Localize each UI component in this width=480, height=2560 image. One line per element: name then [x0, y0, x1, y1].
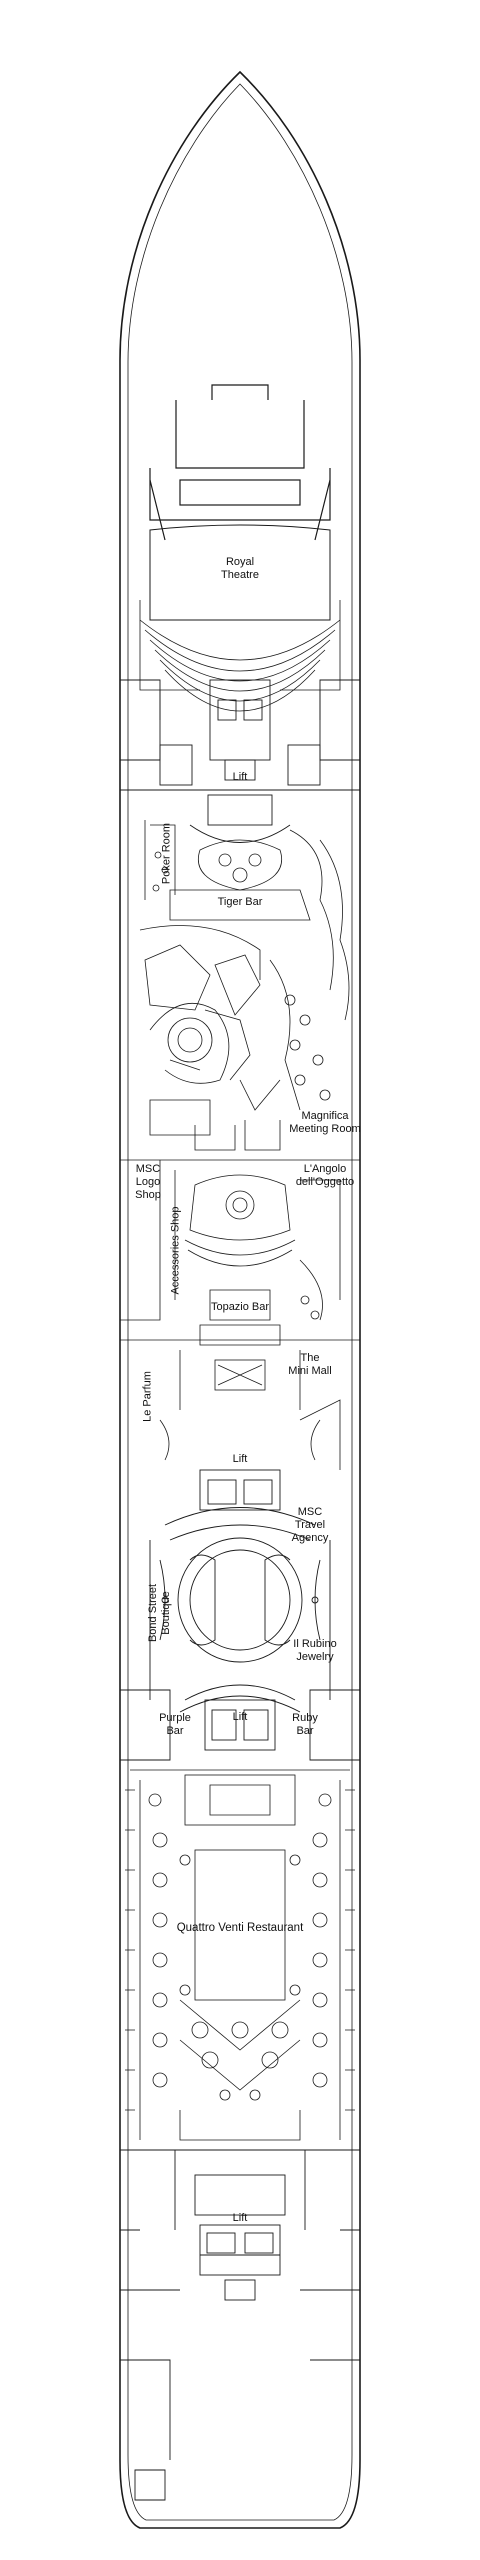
- restaurant-area: [125, 1769, 355, 2141]
- label-magnifica-meeting-room: Magnifica Meeting Room: [289, 1110, 361, 1135]
- label-accessories-shop: Accessories Shop: [169, 1206, 182, 1295]
- label-msc-travel-agency: MSC Travel Agency: [291, 1506, 329, 1544]
- label-msc-logo-shop: MSC Logo Shop: [135, 1163, 161, 1201]
- label-le-parfum: Le Parfum: [141, 1371, 154, 1422]
- label-il-rubino-jewelry: Il Rubino Jewelry: [293, 1638, 337, 1663]
- label-langolo: L'Angolo dell'Oggetto: [295, 1163, 355, 1188]
- label-tiger-bar: Tiger Bar: [217, 896, 263, 908]
- tiger-bar-area: [139, 820, 350, 1151]
- restaurant-tables: [148, 1793, 332, 2101]
- theatre-seating: [139, 524, 341, 720]
- label-bond-street-boutique: Bond Street Boutique: [147, 1583, 172, 1643]
- aft-structures: [120, 2149, 360, 2501]
- label-lift-4: Lift: [232, 2212, 248, 2224]
- shops-area: [120, 1159, 360, 1470]
- label-quattro-venti-restaurant: Quattro Venti Restaurant: [176, 1922, 304, 1934]
- atrium: [120, 1469, 360, 1761]
- label-ruby-bar: Ruby Bar: [292, 1712, 318, 1737]
- label-royal-theatre: Royal Theatre: [221, 556, 259, 581]
- label-the-mini-mall: The Mini Mall: [288, 1352, 332, 1377]
- label-purple-bar: Purple Bar: [159, 1712, 191, 1737]
- hull-outline: [119, 70, 361, 2529]
- label-lift-1: Lift: [232, 771, 248, 783]
- label-poker-room: Poker Room: [160, 822, 173, 885]
- label-lift-3: Lift: [232, 1711, 248, 1723]
- forward-structures: [120, 679, 360, 843]
- label-topazio-bar: Topazio Bar: [210, 1301, 270, 1313]
- label-lift-2: Lift: [232, 1453, 248, 1465]
